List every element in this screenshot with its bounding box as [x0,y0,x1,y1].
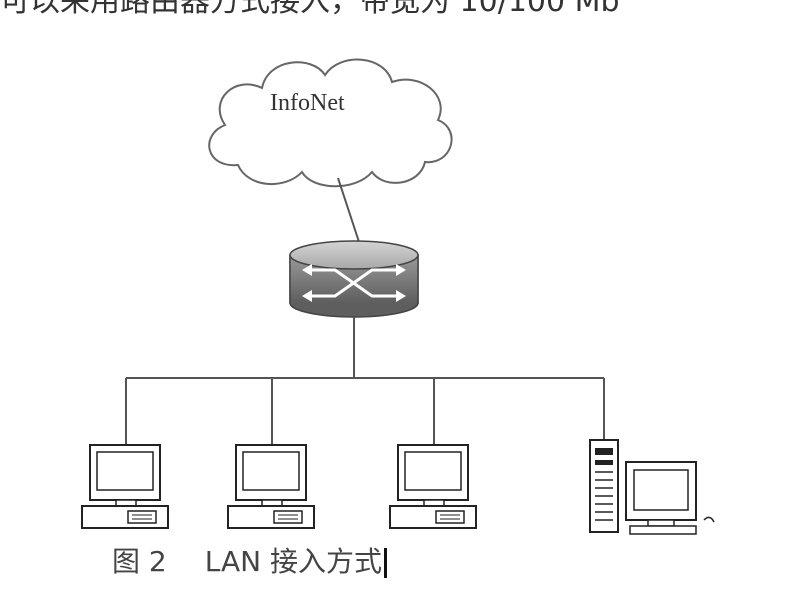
figure-caption: 图 2 LAN 接入方式 [112,542,387,582]
server-icon [589,439,715,535]
header-text: 可以采用路由器方式接入，带宽为 10/100 Mb [0,0,620,19]
router-icon [289,240,419,318]
figure-number: 图 2 [112,545,167,578]
cloud-icon [208,58,453,188]
computer-icon [227,444,315,529]
text-cursor [383,548,387,578]
computer-icon [389,444,477,529]
computer-icon [81,444,169,529]
figure-title: LAN 接入方式 [204,545,382,578]
cloud-label: InfoNet [270,90,345,116]
cloud-router-link [337,177,361,246]
